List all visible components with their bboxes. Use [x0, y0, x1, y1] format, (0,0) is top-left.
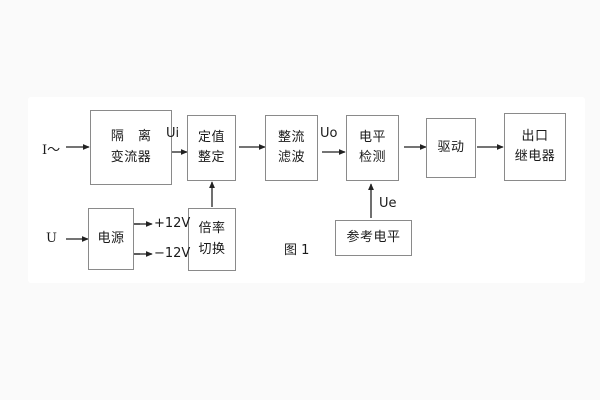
- block-power-supply[interactable]: 电源: [88, 208, 134, 270]
- label-ue: Ue: [379, 196, 397, 211]
- block-output-relay-line-2: 继电器: [514, 149, 556, 164]
- block-drive-line-1: 驱动: [437, 139, 465, 155]
- block-setting[interactable]: 定值 整定: [187, 115, 236, 181]
- block-level-detect-line-1: 电平: [358, 129, 386, 145]
- block-isolation-ct-line-2: 变流器: [110, 149, 152, 165]
- block-ratio-switch-line-2: 切换: [198, 241, 226, 257]
- block-reference-level-line-1: 参考电平: [346, 229, 401, 245]
- label-supply-positive: +12V: [154, 216, 191, 231]
- block-setting-line-2: 整定: [197, 150, 225, 165]
- block-reference-level[interactable]: 参考电平: [335, 220, 412, 256]
- block-output-relay-line-1: 出口: [521, 128, 549, 144]
- label-uo: Uo: [320, 126, 338, 141]
- block-setting-line-1: 定值: [197, 129, 225, 145]
- block-ratio-switch[interactable]: 倍率 切换: [188, 208, 236, 271]
- block-level-detect-line-2: 检测: [358, 150, 386, 165]
- block-level-detect[interactable]: 电平 检测: [346, 115, 399, 181]
- block-ratio-switch-line-1: 倍率: [198, 221, 226, 237]
- label-supply-negative: −12V: [154, 246, 191, 261]
- figure-caption: 图 1: [284, 243, 310, 258]
- block-output-relay[interactable]: 出口 继电器: [504, 113, 566, 181]
- block-rectify-filter[interactable]: 整流 滤波: [265, 115, 318, 181]
- label-current-input: I～: [42, 143, 61, 158]
- block-rectify-filter-line-1: 整流: [277, 129, 305, 145]
- block-isolation-ct[interactable]: 隔 离 变流器: [90, 110, 172, 185]
- block-drive[interactable]: 驱动: [426, 118, 476, 178]
- label-ui: Ui: [166, 126, 180, 141]
- block-power-supply-line-1: 电源: [97, 230, 125, 246]
- label-voltage-input: U: [46, 231, 57, 246]
- block-rectify-filter-line-2: 滤波: [277, 150, 305, 165]
- block-isolation-ct-line-1: 隔 离: [110, 129, 157, 145]
